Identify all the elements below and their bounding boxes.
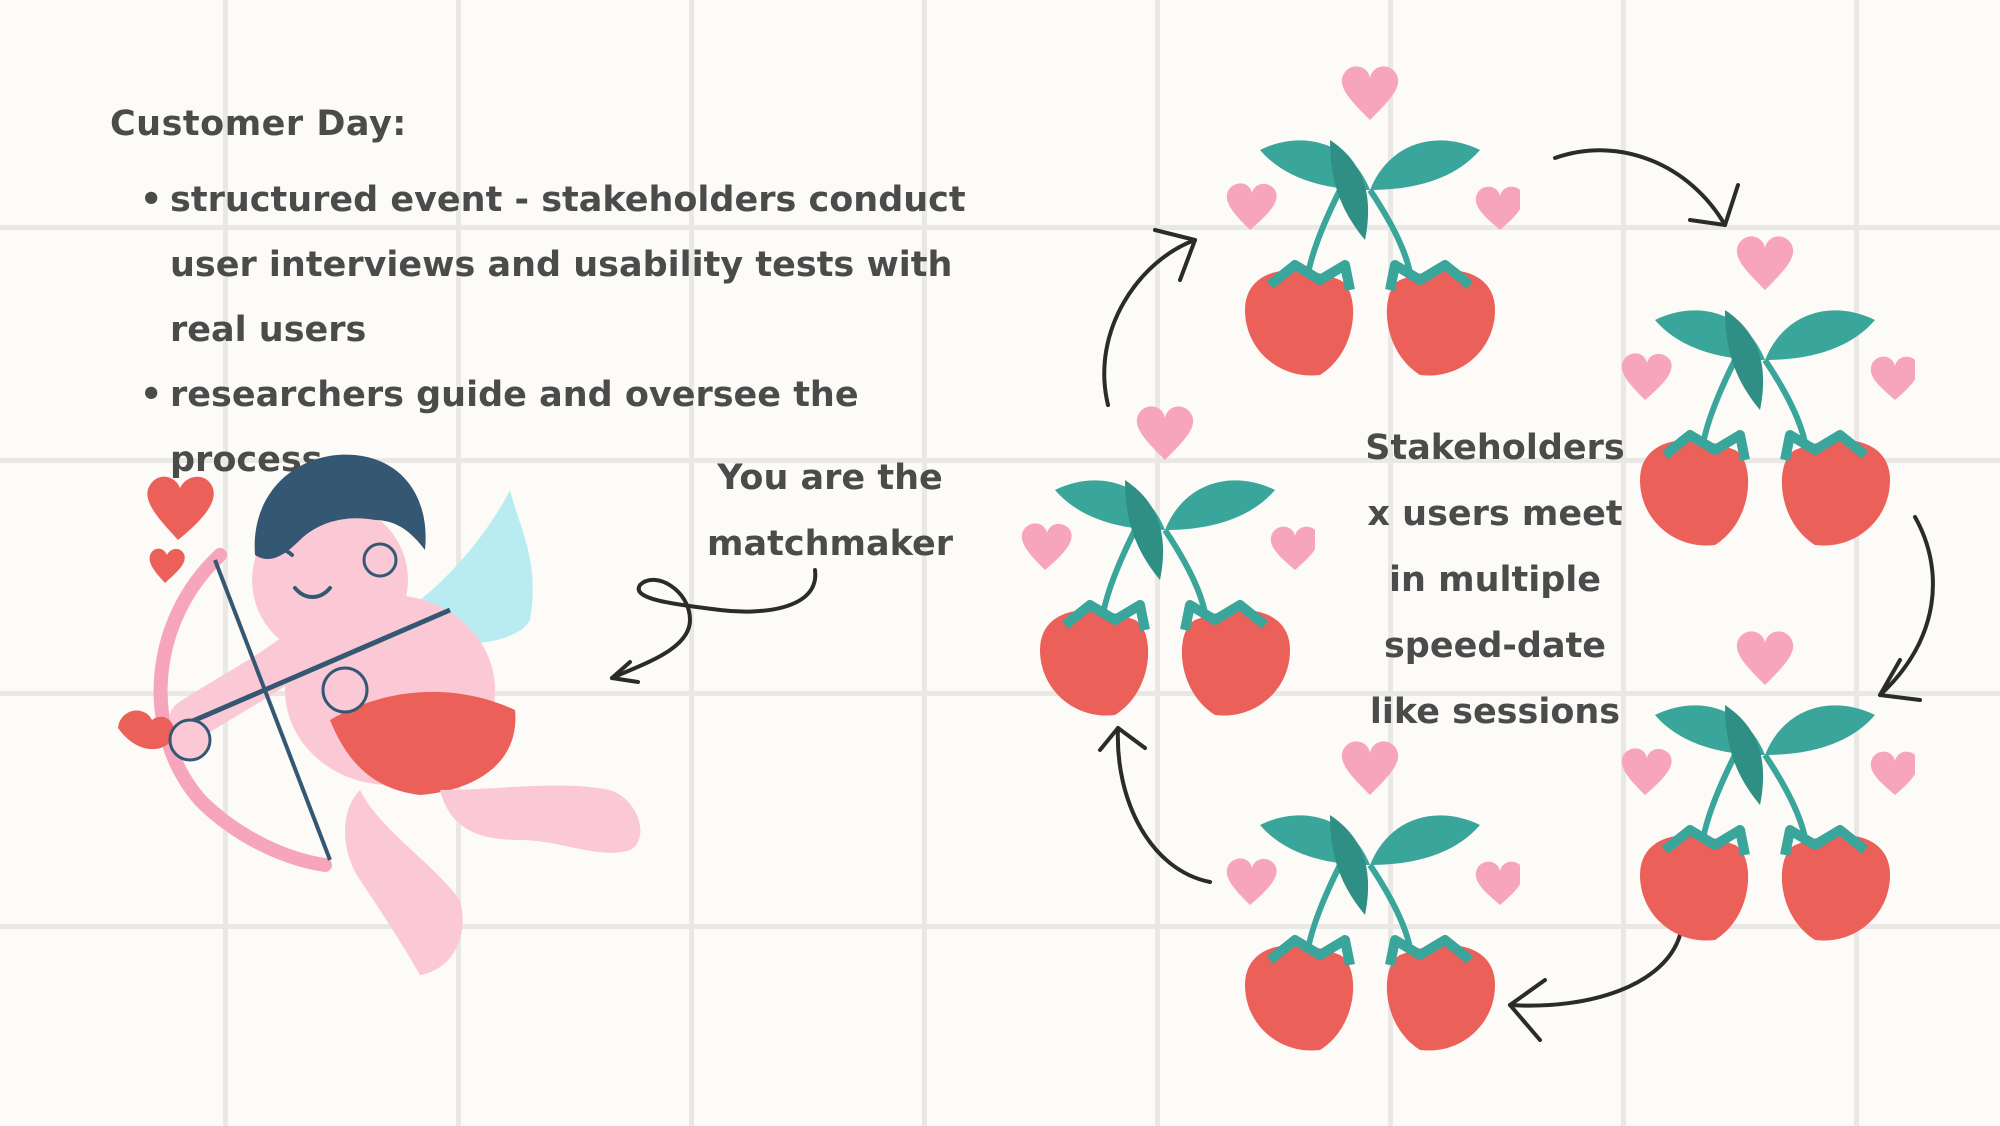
bullet-item: structured event - stakeholders conduct … <box>140 168 1010 363</box>
heart-icon <box>1475 186 1520 230</box>
strawberry-pair-icon <box>1621 236 1915 546</box>
heart-icon <box>1736 236 1794 290</box>
heart-icon <box>1136 406 1194 460</box>
heart-icon <box>1621 353 1672 400</box>
heart-icon <box>1736 631 1794 685</box>
heart-icon <box>149 548 185 583</box>
heart-icon <box>1226 183 1277 230</box>
sessions-caption: Stakeholders x users meet in multiple sp… <box>1365 428 1625 732</box>
heart-icon <box>1341 741 1399 795</box>
heart-icon <box>1475 861 1520 905</box>
heart-icon <box>1870 356 1915 400</box>
curved-arrow-icon <box>610 568 818 680</box>
matchmaker-caption: You are the matchmaker <box>707 458 953 564</box>
curved-arrow-icon <box>1102 238 1197 407</box>
slide-title: Customer Day: <box>110 104 407 144</box>
strawberry-pair-icon <box>1226 741 1520 1051</box>
strawberry-pair-icon <box>1226 66 1520 376</box>
curved-arrow-icon <box>1508 933 1682 1008</box>
heart-icon <box>1621 748 1672 795</box>
bullet-item: researchers guide and oversee the proces… <box>140 363 1010 493</box>
heart-icon <box>1341 66 1399 120</box>
heart-icon <box>1870 751 1915 795</box>
curved-arrow-icon <box>610 660 640 684</box>
heart-icon <box>1270 526 1315 570</box>
strawberry-pair-icon <box>1621 631 1915 941</box>
heart-icon <box>1226 858 1277 905</box>
curved-arrow-icon <box>1115 726 1212 884</box>
curved-arrow-icon <box>1553 148 1727 227</box>
bullet-list: structured event - stakeholders conduct … <box>140 168 1010 493</box>
heart-icon <box>1021 523 1072 570</box>
strawberry-pair-icon <box>1021 406 1315 716</box>
curved-arrow-icon <box>1878 515 1935 697</box>
heart-icon <box>147 476 214 540</box>
